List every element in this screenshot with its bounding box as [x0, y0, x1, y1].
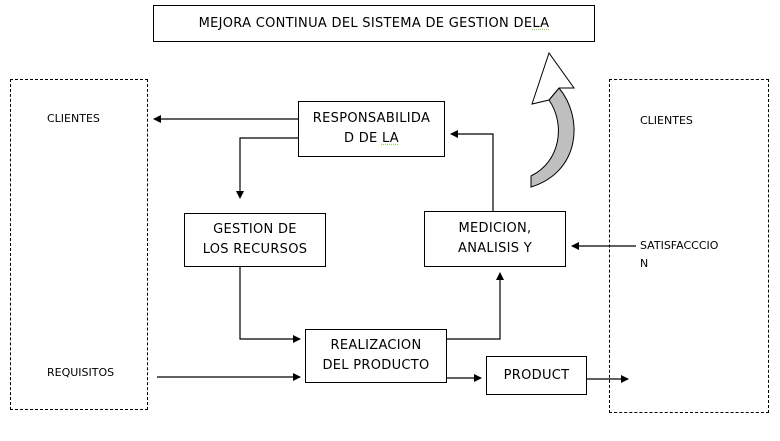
arrow-resp-to-gestion: [236, 137, 298, 199]
right-satisfaccion-label: SATISFACCCIO N: [640, 238, 718, 272]
arrow-gestion-to-realizacion: [239, 267, 301, 343]
realizacion-line-1: REALIZACION: [330, 338, 422, 353]
diagram-title: MEJORA CONTINUA DEL SISTEMA DE GESTION D…: [153, 5, 595, 42]
medicion-line-1: MEDICION,: [458, 221, 532, 236]
responsabilidad-line-2-tail: LA: [381, 131, 400, 146]
right-clientes-label: CLIENTES: [640, 114, 693, 127]
diagram-title-tail: LA: [532, 15, 550, 31]
responsabilidad-line-2: D DE LA: [344, 129, 399, 149]
product-box: PRODUCT: [486, 356, 587, 395]
realizacion-producto-box: REALIZACION DEL PRODUCTO: [305, 329, 447, 383]
responsabilidad-box: RESPONSABILIDA D DE LA: [298, 101, 445, 157]
left-clientes-label: CLIENTES: [47, 112, 100, 125]
left-clients-panel: [10, 79, 148, 410]
realizacion-line-2: DEL PRODUCTO: [322, 358, 430, 373]
product-label: PRODUCT: [503, 367, 570, 383]
medicion-analisis-box: MEDICION, ANALISIS Y: [424, 211, 566, 267]
gestion-line-2: LOS RECURSOS: [202, 242, 308, 257]
satisfaccion-line-1: SATISFACCCIO: [640, 239, 719, 252]
left-requisitos-label: REQUISITOS: [47, 366, 115, 379]
satisfaccion-line-2: N: [640, 257, 649, 270]
responsabilidad-line-1: RESPONSABILIDA: [312, 111, 431, 126]
medicion-line-2: ANALISIS Y: [458, 241, 532, 256]
improvement-curved-arrow: [530, 51, 575, 188]
curved-arrow-head: [531, 51, 575, 105]
responsabilidad-line-2-text: D DE: [343, 131, 382, 146]
gestion-line-1: GESTION DE: [213, 222, 297, 237]
gestion-recursos-box: GESTION DE LOS RECURSOS: [184, 213, 326, 267]
arrow-realizacion-to-medicion: [447, 272, 504, 340]
diagram-title-text: MEJORA CONTINUA DEL SISTEMA DE GESTION D…: [198, 15, 533, 31]
arrow-medicion-to-resp: [450, 130, 494, 211]
